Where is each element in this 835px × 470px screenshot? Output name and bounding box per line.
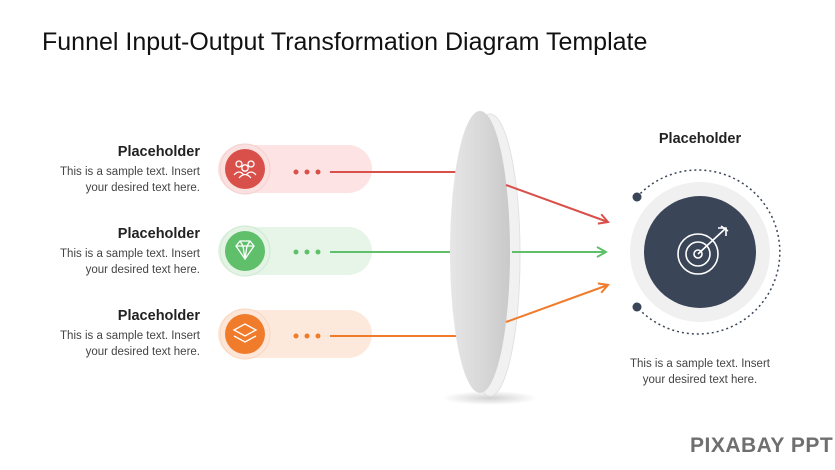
lens <box>450 111 521 397</box>
input-text: This is a sample text. Insert your desir… <box>0 246 200 278</box>
arrow-red <box>505 184 608 222</box>
dotted-arc <box>636 169 781 335</box>
dots <box>293 249 321 255</box>
input-block-3: Placeholder This is a sample text. Inser… <box>0 308 200 360</box>
input-text-line: your desired text here. <box>85 346 200 358</box>
icon-circle <box>225 231 265 271</box>
input-heading: Placeholder <box>117 226 200 242</box>
input-text: This is a sample text. Insert your desir… <box>0 328 200 360</box>
diamond-icon <box>235 240 255 261</box>
dots <box>293 169 321 175</box>
output-target <box>630 169 781 335</box>
dots <box>293 333 321 339</box>
input-block-1: Placeholder This is a sample text. Inser… <box>0 144 200 196</box>
output-text: This is a sample text. Insert your desir… <box>615 356 785 388</box>
input-row-2 <box>218 225 372 277</box>
layers-icon <box>232 323 258 343</box>
input-text-line: This is a sample text. Insert <box>60 166 200 178</box>
input-row-1 <box>218 143 372 195</box>
input-text-line: your desired text here. <box>85 264 200 276</box>
arc-end-dot <box>632 192 642 202</box>
brand-watermark: PIXABAY PPT <box>690 434 834 457</box>
icon-circle <box>225 149 265 189</box>
lens-shadow <box>442 391 538 405</box>
input-block-2: Placeholder This is a sample text. Inser… <box>0 226 200 278</box>
input-row-3 <box>218 308 372 360</box>
input-heading: Placeholder <box>117 144 200 160</box>
page-title: Funnel Input-Output Transformation Diagr… <box>42 28 648 56</box>
arc-end-dot <box>632 302 642 312</box>
input-heading: Placeholder <box>117 308 200 324</box>
output-text-line: This is a sample text. Insert <box>630 358 770 370</box>
icon-circle <box>225 314 265 354</box>
input-text-line: your desired text here. <box>85 182 200 194</box>
target-icon <box>677 225 729 275</box>
output-heading: Placeholder <box>658 131 742 147</box>
people-icon <box>233 160 257 179</box>
input-text: This is a sample text. Insert your desir… <box>0 164 200 196</box>
input-text-line: This is a sample text. Insert <box>60 248 200 260</box>
arrow-orange <box>505 285 608 323</box>
output-text-line: your desired text here. <box>642 374 758 386</box>
input-text-line: This is a sample text. Insert <box>60 330 200 342</box>
